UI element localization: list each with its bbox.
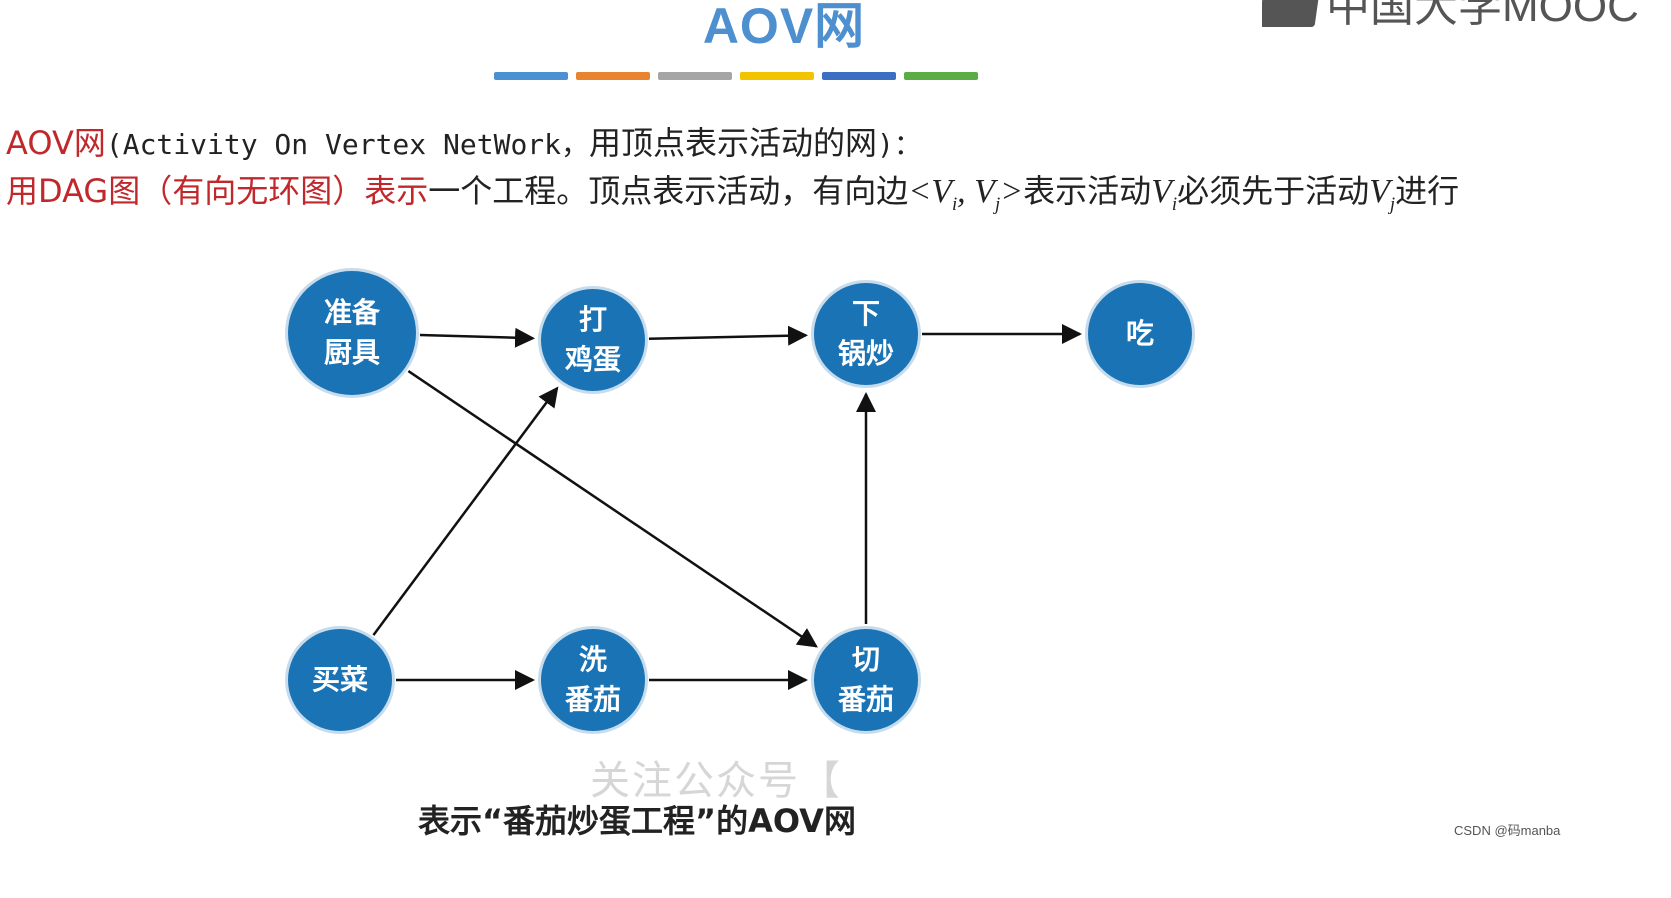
- color-bar-segment: [494, 72, 568, 80]
- activity-vi: Vi: [1151, 173, 1177, 215]
- gt-sign: >: [1000, 173, 1024, 210]
- color-bar: [494, 72, 978, 80]
- node-cut-tomato: 切 番茄: [814, 629, 918, 731]
- description-line: 用DAG图（有向无环图）表示一个工程。顶点表示活动，有向边<Vi, Vj>表示活…: [6, 166, 1459, 216]
- lt-sign: <: [908, 173, 932, 210]
- page-title: AOV网: [702, 0, 866, 54]
- color-bar-segment: [904, 72, 978, 80]
- node-label: 厨具: [323, 336, 380, 369]
- node-label: 番茄: [564, 683, 621, 716]
- node-label: 买菜: [311, 663, 368, 696]
- node-label: 锅炒: [837, 337, 894, 370]
- vi-subscript: i: [951, 193, 958, 215]
- edge-prepare-to-cut: [407, 370, 818, 648]
- node-label: 准备: [323, 296, 380, 329]
- credit-text: CSDN @码manba: [1454, 823, 1561, 838]
- definition-english: (Activity On Vertex NetWork，: [105, 128, 590, 161]
- node-label: 洗: [578, 643, 607, 676]
- color-bar-segment: [740, 72, 814, 80]
- color-bar-segment: [658, 72, 732, 80]
- node-eat: 吃: [1088, 283, 1192, 385]
- vi-symbol: V: [931, 173, 952, 210]
- color-bar-segment: [822, 72, 896, 80]
- node-stir-fry: 下 锅炒: [814, 283, 918, 385]
- vi-subscript: i: [1171, 193, 1178, 215]
- vj-symbol: V: [1369, 173, 1390, 210]
- definition-close: )：: [877, 128, 922, 161]
- definition-line: AOV网(Activity On Vertex NetWork，用顶点表示活动的…: [6, 118, 922, 164]
- comma: ,: [957, 173, 975, 210]
- description-text-2: 表示活动: [1023, 172, 1152, 210]
- activity-vj: Vj: [1369, 173, 1395, 215]
- vi-symbol: V: [1151, 173, 1172, 210]
- edge-notation: <Vi, Vj>: [908, 173, 1024, 215]
- description-highlight: 用DAG图（有向无环图）表示: [6, 172, 429, 210]
- mooc-logo: 中国大学MOOC: [1262, 0, 1671, 32]
- node-label: 下: [851, 297, 880, 330]
- node-prepare-kitchenware: 准备 厨具: [288, 271, 416, 395]
- description-text-4: 进行: [1395, 172, 1460, 210]
- watermark: 关注公众号【: [590, 758, 842, 804]
- vj-symbol: V: [974, 173, 995, 210]
- node-label: 切: [851, 643, 880, 676]
- node-label: 吃: [1125, 317, 1154, 350]
- edge-buy-to-beat: [372, 386, 559, 636]
- description-text-1: 一个工程。顶点表示活动，有向边: [428, 172, 909, 210]
- description-text-3: 必须先于活动: [1177, 172, 1370, 210]
- diagram-caption: 表示“番茄炒蛋工程”的AOV网: [418, 802, 856, 840]
- node-label: 鸡蛋: [564, 343, 621, 376]
- edge-prepare-to-beat: [419, 327, 536, 348]
- mooc-logo-text: 中国大学MOOC: [1326, 0, 1639, 31]
- node-label: 打: [578, 303, 607, 336]
- edge-beat-to-fry: [648, 325, 809, 346]
- node-label: 番茄: [837, 683, 894, 716]
- color-bar-segment: [576, 72, 650, 80]
- node-buy-vegetables: 买菜: [288, 629, 392, 731]
- definition-chinese: 用顶点表示活动的网: [589, 124, 878, 162]
- vj-subscript: j: [994, 193, 1001, 215]
- vj-subscript: j: [1389, 193, 1396, 215]
- node-beat-eggs: 打 鸡蛋: [541, 289, 645, 391]
- node-wash-tomato: 洗 番茄: [541, 629, 645, 731]
- definition-term: AOV网: [6, 124, 106, 162]
